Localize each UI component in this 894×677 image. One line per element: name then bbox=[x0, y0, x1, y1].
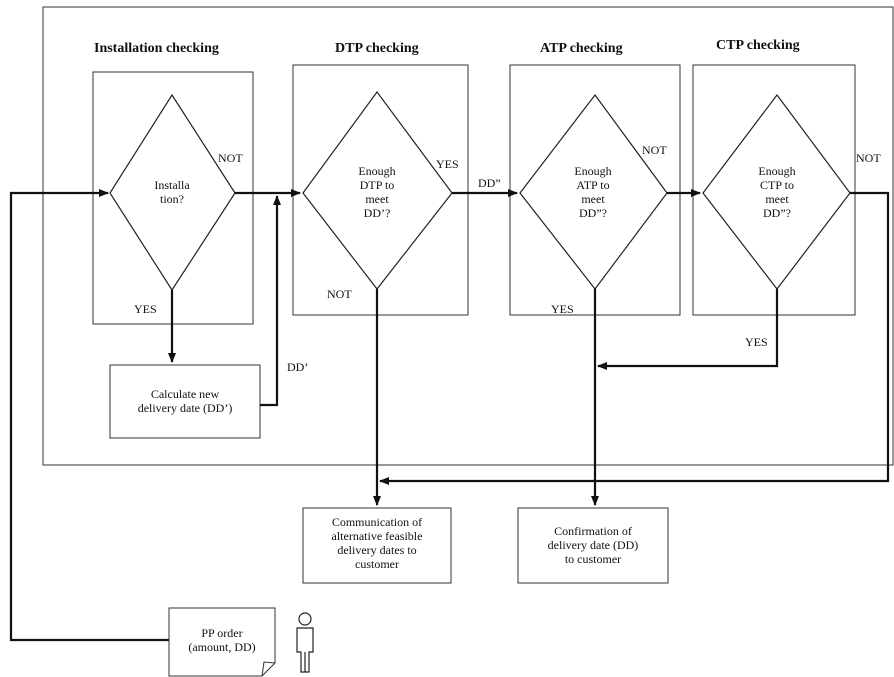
dtp-decision-text: Enough DTP to meet DD’? bbox=[358, 164, 396, 220]
order-text: PP order (amount, DD) bbox=[188, 626, 256, 654]
communication-box bbox=[302, 507, 452, 584]
dtp-checking-header: DTP checking bbox=[335, 41, 419, 56]
ctp-decision-text: Enough CTP to meet DD”? bbox=[758, 164, 796, 220]
installation-decision-text: Installa tion? bbox=[154, 178, 190, 206]
ctp-not-label: NOT bbox=[856, 151, 881, 165]
ctp-yes-arrow bbox=[597, 289, 779, 370]
dd-double-prime-label: DD” bbox=[478, 176, 501, 190]
atp-checking-header: ATP checking bbox=[540, 41, 623, 56]
outer-boundary bbox=[42, 6, 894, 466]
customer-person-icon bbox=[296, 612, 314, 673]
communication-text: Communication of alternative feasible de… bbox=[331, 515, 423, 571]
installation-not-label: NOT bbox=[218, 151, 243, 165]
confirmation-box bbox=[517, 507, 669, 584]
calculate-date-box bbox=[109, 364, 261, 439]
ctp-checking-header: CTP checking bbox=[716, 38, 800, 53]
confirmation-text: Confirmation of delivery date (DD) to cu… bbox=[547, 524, 639, 566]
dtp-not-label: NOT bbox=[327, 287, 352, 301]
order-document-shape bbox=[168, 607, 276, 677]
atp-not-label: NOT bbox=[642, 143, 667, 157]
atp-decision-text: Enough ATP to meet DD”? bbox=[574, 164, 612, 220]
installation-yes-label: YES bbox=[134, 302, 157, 316]
dd-prime-label: DD’ bbox=[287, 360, 309, 374]
ctp-yes-label: YES bbox=[745, 335, 768, 349]
order-to-installation-arrow bbox=[9, 189, 169, 642]
dtp-yes-label: YES bbox=[436, 157, 459, 171]
atp-yes-label: YES bbox=[551, 302, 574, 316]
calculate-date-text: Calculate new delivery date (DD’) bbox=[137, 387, 233, 415]
calculate-to-dtp-arrow bbox=[260, 195, 281, 407]
installation-checking-header: Installation checking bbox=[94, 41, 219, 56]
ctp-not-arrow bbox=[379, 191, 890, 485]
order-document-fold bbox=[261, 661, 276, 677]
